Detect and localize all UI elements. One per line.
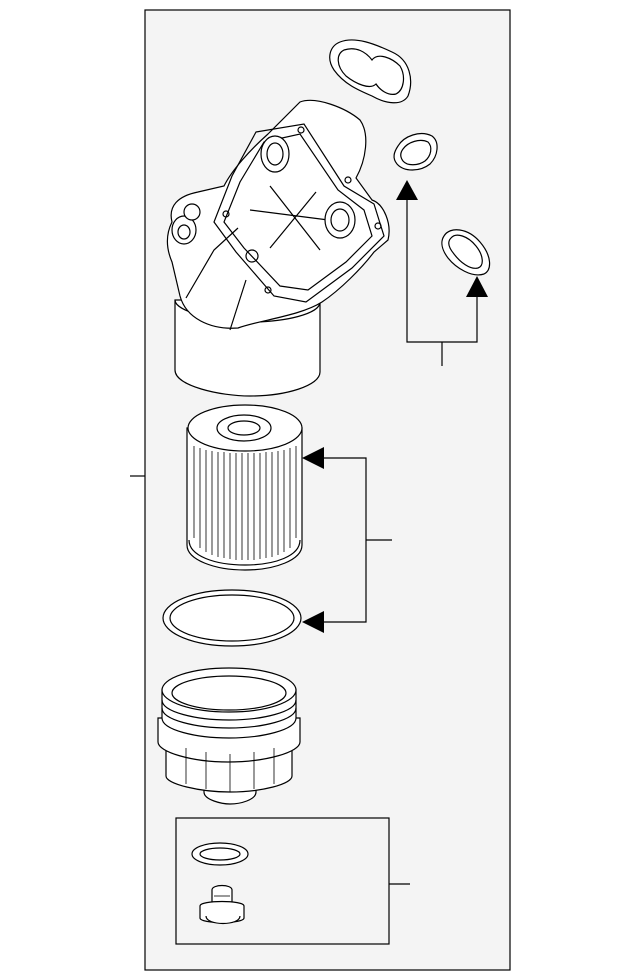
filter-o-ring	[162, 589, 302, 647]
housing-gasket	[329, 39, 412, 104]
oil-filter-housing	[166, 99, 390, 397]
drain-plug-kit	[175, 817, 390, 945]
seal-rings-callout	[396, 180, 488, 366]
element-and-o-ring-callout	[302, 447, 392, 633]
seal-ring-upper	[393, 133, 438, 171]
oil-filter-element	[186, 404, 303, 571]
seal-ring-lower	[441, 229, 491, 276]
filter-cap	[157, 667, 301, 805]
